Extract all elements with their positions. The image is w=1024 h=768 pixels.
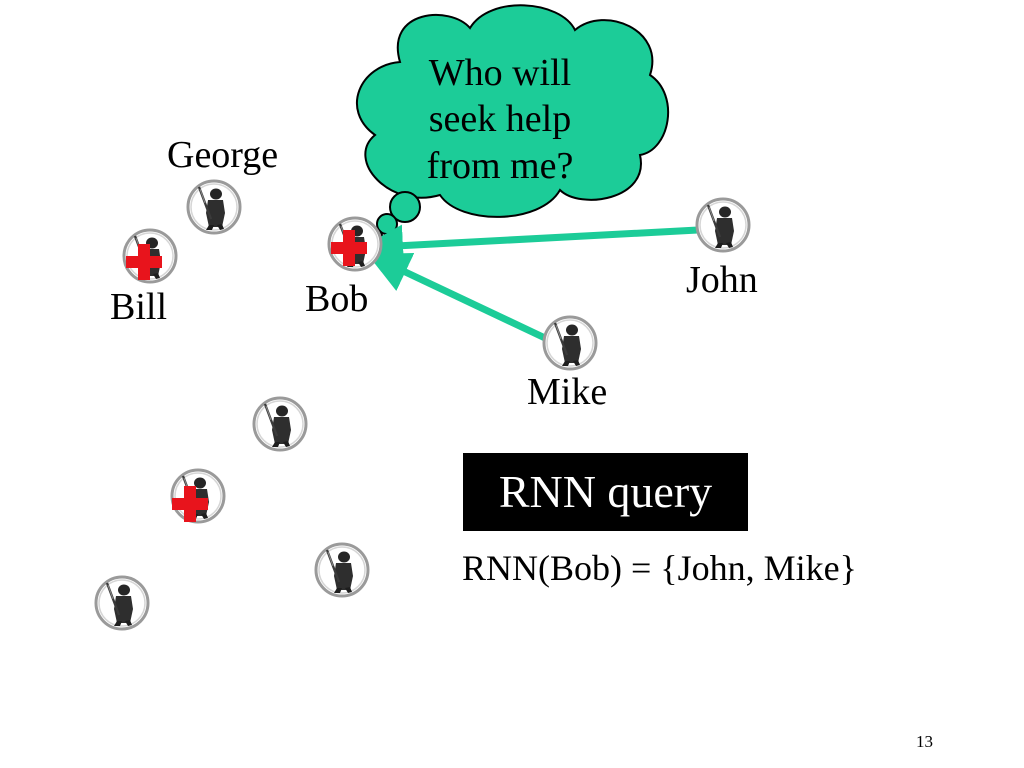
arrow-john-to-bob xyxy=(361,224,699,267)
soldier-icon xyxy=(170,468,226,524)
george-soldier-icon xyxy=(186,179,242,235)
arrow-mike-to-bob xyxy=(367,253,547,342)
label-bill: Bill xyxy=(110,286,168,328)
john-soldier-icon xyxy=(695,197,751,253)
page-number: 13 xyxy=(916,732,933,751)
label-mike: Mike xyxy=(527,371,608,413)
label-george: George xyxy=(167,134,279,176)
bubble-line-2: seek help xyxy=(428,98,572,141)
label-bob: Bob xyxy=(305,278,369,320)
rnn-query-box: RNN query xyxy=(463,453,748,531)
soldier-icon xyxy=(252,396,308,452)
rnn-query-result: RNN(Bob) = {John, Mike} xyxy=(462,548,857,588)
mike-soldier-icon xyxy=(542,315,598,371)
bubble-line-1: Who will xyxy=(428,52,572,94)
bill-soldier-icon xyxy=(122,228,178,284)
thought-bubble-text: Who will seek help from me? xyxy=(395,50,605,189)
soldier-icon xyxy=(314,542,370,598)
soldier-icon xyxy=(94,575,150,631)
bubble-line-3: from me? xyxy=(426,144,574,187)
bob-soldier-icon xyxy=(327,216,383,272)
label-john: John xyxy=(686,259,758,301)
